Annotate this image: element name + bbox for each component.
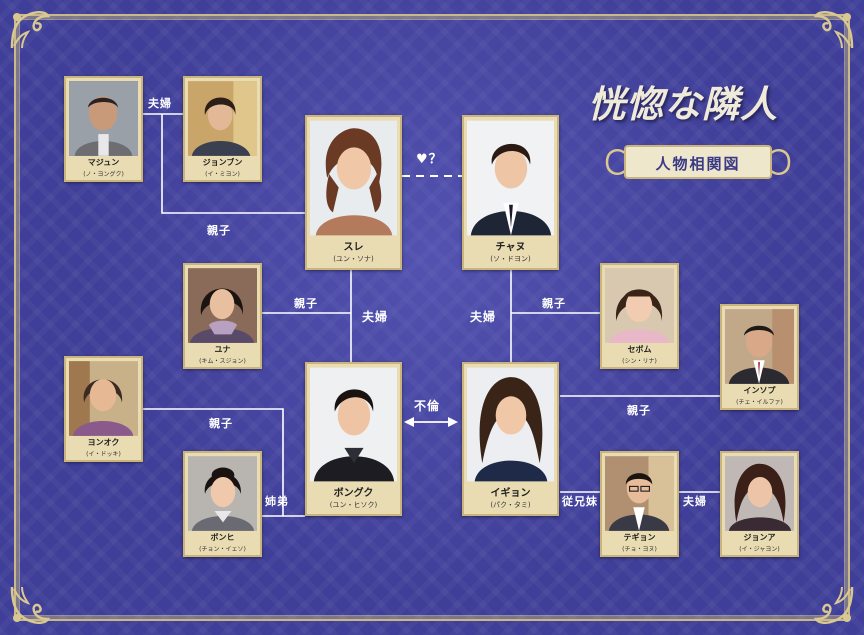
double-arrow-icon (404, 417, 458, 427)
portrait-image (188, 268, 257, 343)
card-jongbun: ジョンブン (イ・ミヨン) (183, 76, 262, 182)
portrait-image (605, 268, 674, 343)
actor-name: (ユン・ヒソク) (329, 501, 378, 509)
portrait-image (188, 456, 257, 531)
character-name: ジョンブン (202, 158, 243, 167)
page-subtitle: 人物相関図 (655, 155, 741, 173)
portrait-image (605, 456, 674, 531)
card-yonok: ヨンオク (イ・ドッキ) (64, 356, 143, 462)
character-name: ボンヒ (210, 533, 235, 542)
actor-name: (チェ・イルファ) (736, 399, 783, 406)
character-name: イギョン (490, 488, 531, 499)
character-name: マジュン (87, 158, 120, 167)
relation-label-majun-jongbun: 夫婦 (148, 97, 172, 110)
actor-name: (ユン・ソナ) (333, 255, 374, 263)
character-name: ボングク (333, 488, 374, 499)
portrait-image (188, 81, 257, 156)
ornament-corner-icon (812, 583, 856, 627)
actor-name: (チョ・ヨヌ) (622, 546, 657, 553)
character-name: セボム (627, 345, 652, 354)
gold-frame (14, 14, 850, 621)
character-name: インソプ (743, 386, 776, 395)
character-name: スレ (343, 242, 364, 253)
actor-name: (ノ・ヨングク) (83, 171, 124, 178)
actor-name: (ソ・ドヨン) (490, 255, 531, 263)
actor-name: (イ・ジャヨン) (739, 546, 780, 553)
relation-label-chanu-igyon: 夫婦 (470, 310, 497, 324)
portrait-image (467, 367, 554, 482)
card-bongguk: ボングク (ユン・ヒソク) (305, 362, 402, 516)
relation-label-bonhi-bongguk: 姉弟 (265, 495, 289, 508)
portrait-image (467, 120, 554, 236)
portrait-image (725, 309, 794, 384)
card-sebom: セボム (シン・リナ) (600, 263, 679, 369)
ornament-corner-icon (8, 8, 52, 52)
subtitle-plate: 人物相関図 (603, 141, 793, 183)
ornament-corner-icon (812, 8, 856, 52)
portrait-image (69, 361, 138, 436)
card-yuna: ユナ (キム・スジョン) (183, 263, 262, 369)
relation-label-tegyon-jonga: 夫婦 (683, 495, 707, 508)
character-name: ユナ (214, 345, 231, 354)
actor-name: (パク・タミ) (490, 501, 531, 509)
card-igyon: イギョン (パク・タミ) (462, 362, 559, 516)
card-bonhi: ボンヒ (チョン・イェソ) (183, 451, 262, 557)
ornament-corner-icon (8, 583, 52, 627)
relation-label-parents-sure: 親子 (207, 224, 231, 237)
card-insop: インソプ (チェ・イルファ) (720, 304, 799, 410)
portrait-image (310, 120, 397, 236)
portrait-image (310, 367, 397, 482)
character-name: ヨンオク (87, 438, 120, 447)
relation-label-insop-igyon: 親子 (627, 404, 651, 417)
relation-label-sure-bongguk: 夫婦 (362, 310, 389, 324)
character-name: ジョンア (743, 533, 776, 542)
line-yonok (143, 408, 284, 517)
relation-label-yuna: 親子 (294, 297, 318, 310)
actor-name: (イ・ミヨン) (205, 171, 240, 178)
character-name: テギョン (623, 533, 656, 542)
portrait-image (725, 456, 794, 531)
card-tegyon: テギョン (チョ・ヨヌ) (600, 451, 679, 557)
card-jonga: ジョンア (イ・ジャヨン) (720, 451, 799, 557)
actor-name: (チョン・イェソ) (199, 546, 246, 553)
page-title: 恍惚な隣人 (588, 82, 778, 126)
actor-name: (キム・スジョン) (199, 358, 246, 365)
card-sure: スレ (ユン・ソナ) (305, 115, 402, 270)
card-majun: マジュン (ノ・ヨングク) (64, 76, 143, 182)
relation-label-sebom: 親子 (542, 297, 566, 310)
character-name: チャヌ (495, 242, 526, 253)
relation-label-yonok: 親子 (209, 417, 233, 430)
line-parents-sure (161, 114, 305, 214)
relation-label-sure-chanu: ♥？ (416, 152, 443, 167)
actor-name: (イ・ドッキ) (86, 451, 121, 458)
card-chanu: チャヌ (ソ・ドヨン) (462, 115, 559, 270)
relation-label-bongguk-igyon: 不倫 (414, 399, 441, 413)
actor-name: (シン・リナ) (622, 358, 657, 365)
relation-label-igyon-tegyon: 従兄妹 (562, 495, 598, 508)
portrait-image (69, 81, 138, 156)
